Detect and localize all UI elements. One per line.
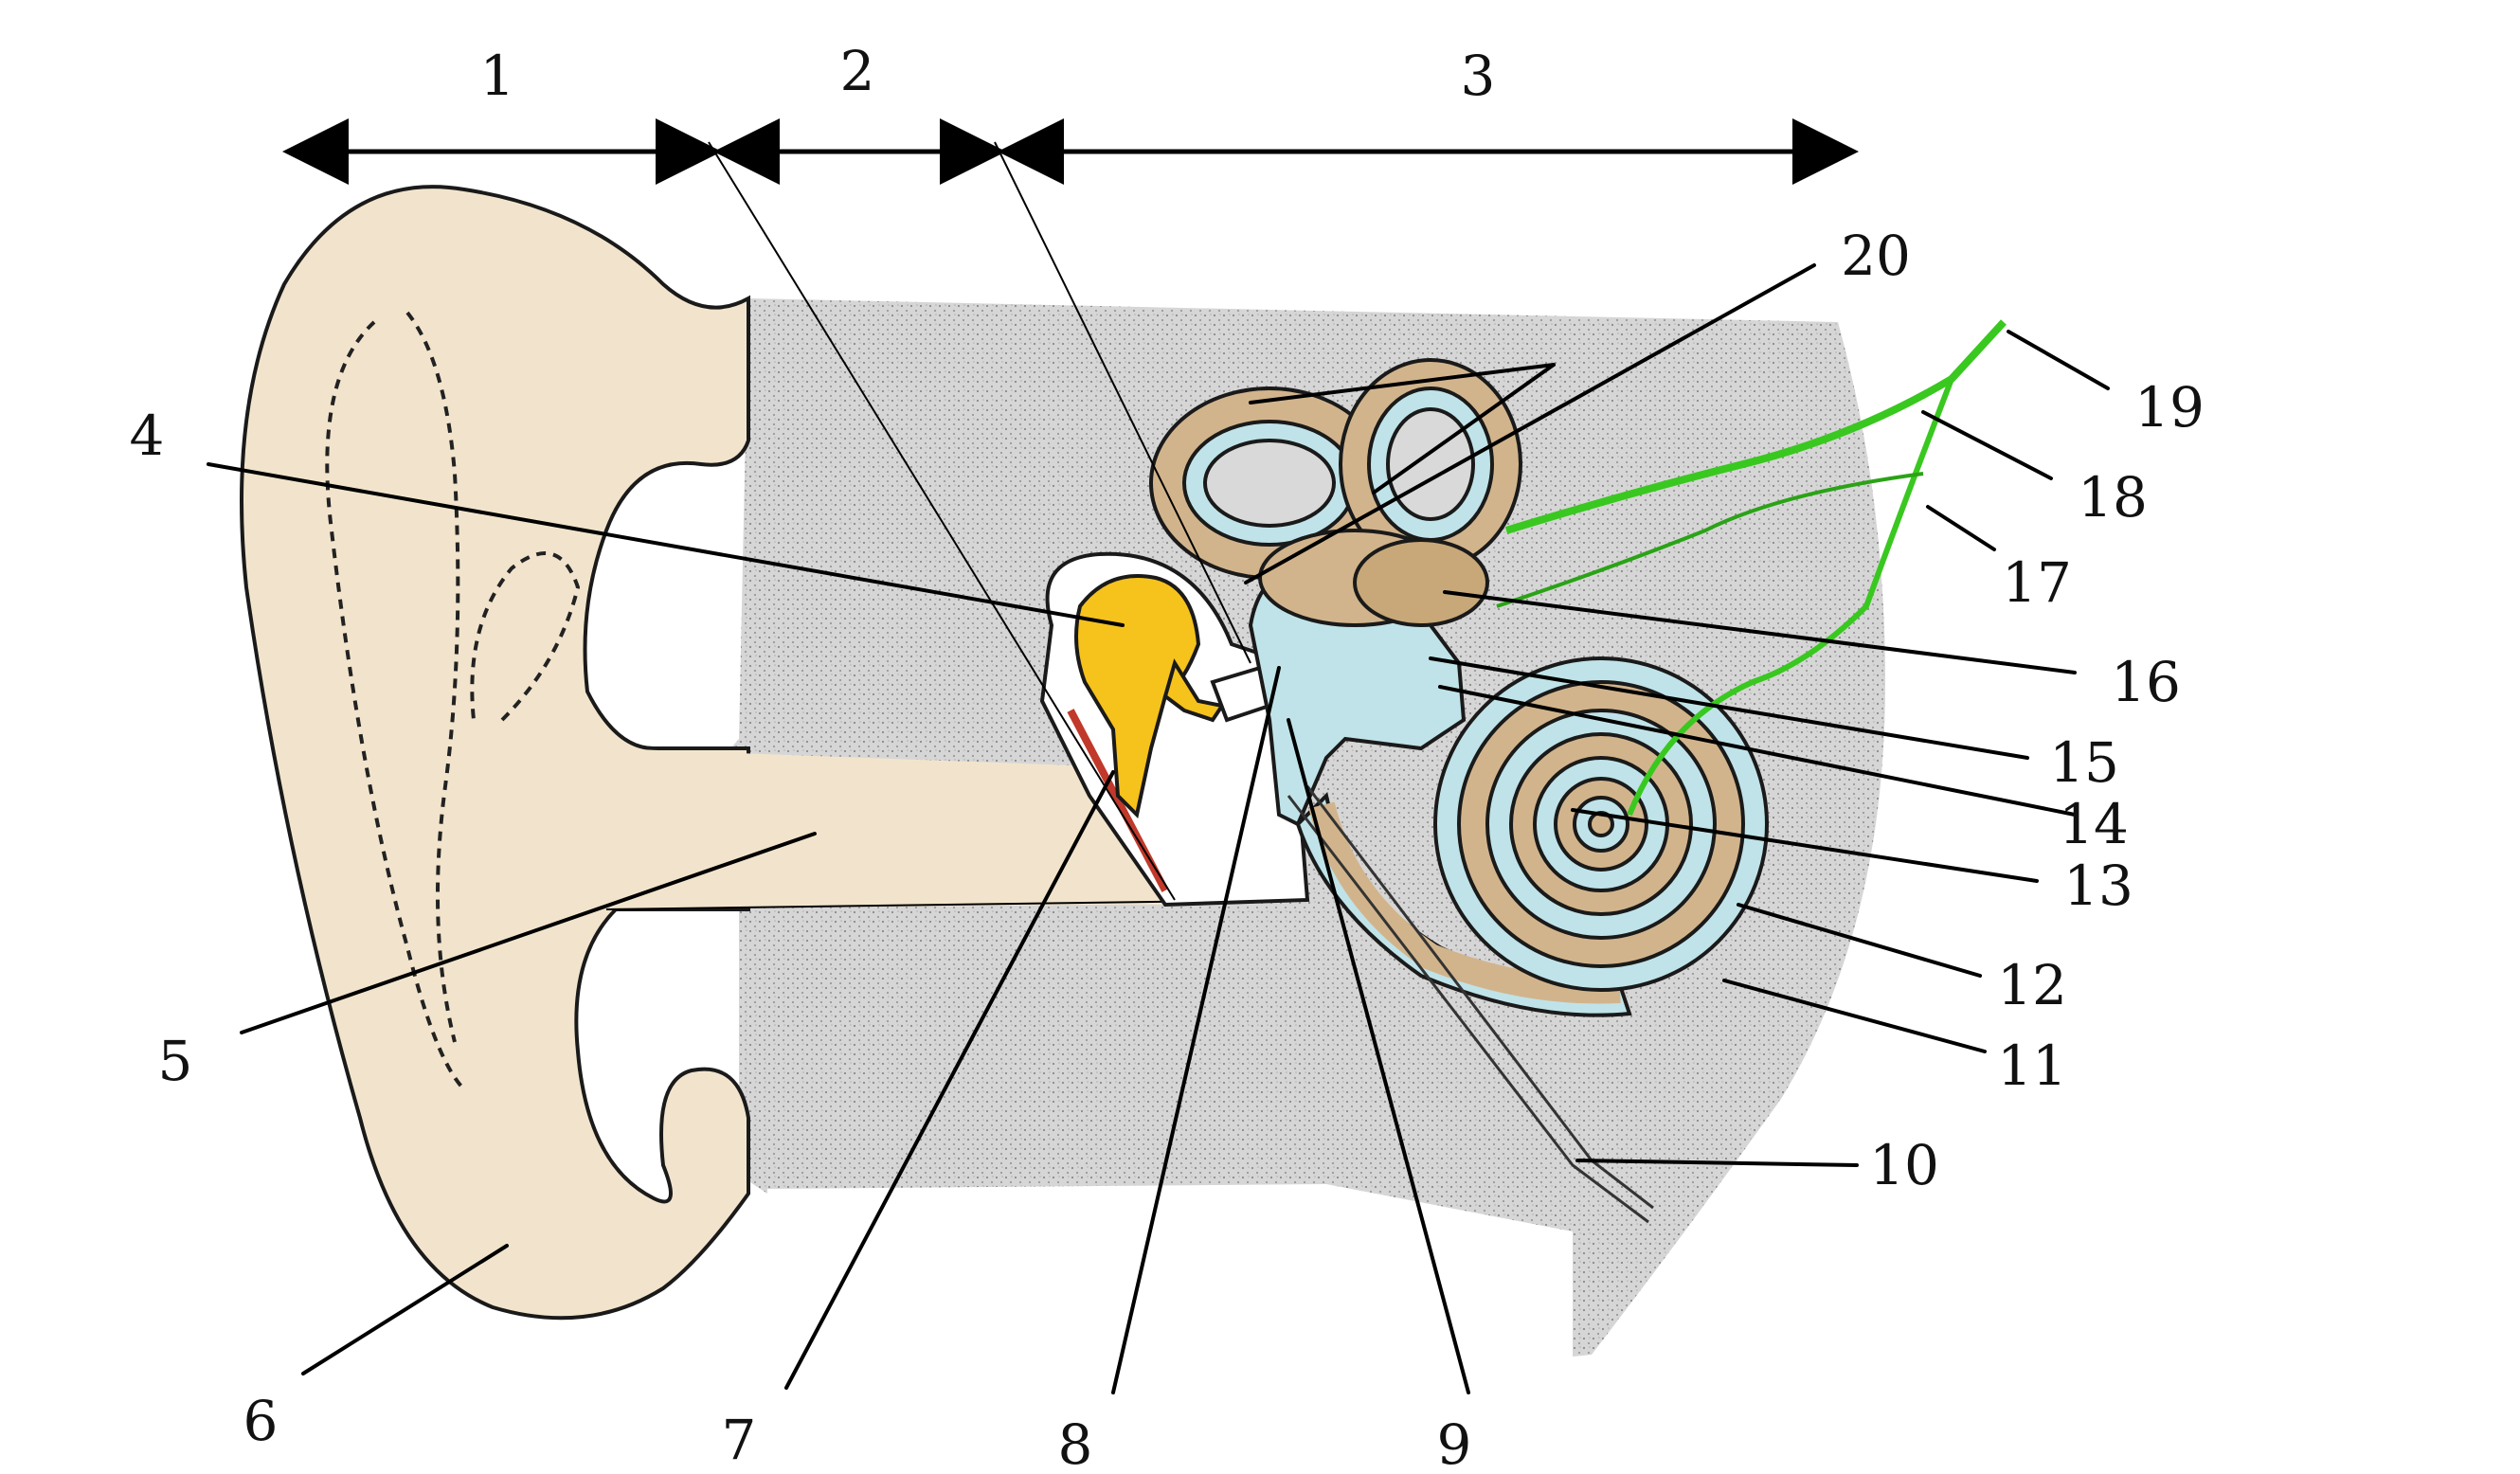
concha-fold <box>470 551 581 722</box>
leader-9 <box>1287 718 1470 1394</box>
antihelix-fold <box>405 311 460 1043</box>
section-label-3: 3 <box>1461 44 1496 108</box>
label-6: 6 <box>243 1389 279 1453</box>
label-16: 16 <box>2111 650 2181 714</box>
leader-13 <box>1571 808 2039 883</box>
auricle <box>240 185 750 1321</box>
leader-11 <box>1722 979 1987 1053</box>
label-18: 18 <box>2078 465 2148 530</box>
leader-8 <box>1111 666 1281 1394</box>
vestibular-duct-inner <box>1308 801 1621 1004</box>
label-20: 20 <box>1841 224 1911 288</box>
leader-5 <box>240 832 817 1034</box>
section-label-1: 1 <box>480 44 515 108</box>
leader-10 <box>1575 1159 1859 1167</box>
label-19: 19 <box>2134 375 2205 440</box>
leader-7 <box>784 770 1115 1390</box>
label-12: 12 <box>1997 953 2067 1017</box>
section-label-2: 2 <box>840 39 875 103</box>
section-divider-middle-inner <box>994 141 1251 664</box>
utricle <box>1353 538 1489 627</box>
leader-15 <box>1429 656 2029 760</box>
label-11: 11 <box>1997 1034 2067 1098</box>
semicircular-canal-anterior-lumen <box>1203 439 1336 528</box>
leader-19 <box>2007 330 2110 390</box>
leader-4 <box>207 462 1125 627</box>
incus-process <box>1162 658 1226 723</box>
label-15: 15 <box>2049 730 2119 795</box>
vestibulocochlear-nerve <box>1504 319 2007 534</box>
leader-14 <box>1438 685 2077 817</box>
leader-20a <box>1244 263 1816 584</box>
malleus-incus <box>1074 574 1201 819</box>
label-17: 17 <box>2002 550 2072 615</box>
label-14: 14 <box>2059 792 2129 856</box>
tympanic-wall-line <box>1287 795 1649 1224</box>
vestibular-nerve-branch <box>1496 472 1924 608</box>
ear-canal <box>606 748 1184 909</box>
leader-20c <box>1372 363 1556 494</box>
label-4: 4 <box>130 404 165 468</box>
label-13: 13 <box>2063 854 2133 918</box>
leader-18 <box>1921 410 2053 480</box>
label-9: 9 <box>1437 1412 1472 1474</box>
leader-6 <box>301 1244 509 1375</box>
label-10: 10 <box>1869 1133 1939 1197</box>
label-7: 7 <box>722 1408 757 1472</box>
label-5: 5 <box>158 1029 193 1093</box>
leader-17 <box>1926 505 1996 551</box>
leader-12 <box>1737 903 1982 978</box>
leader-16 <box>1443 590 2077 674</box>
leader-20b <box>1249 363 1556 404</box>
section-divider-outer-middle <box>708 141 1176 901</box>
label-8: 8 <box>1058 1412 1093 1474</box>
